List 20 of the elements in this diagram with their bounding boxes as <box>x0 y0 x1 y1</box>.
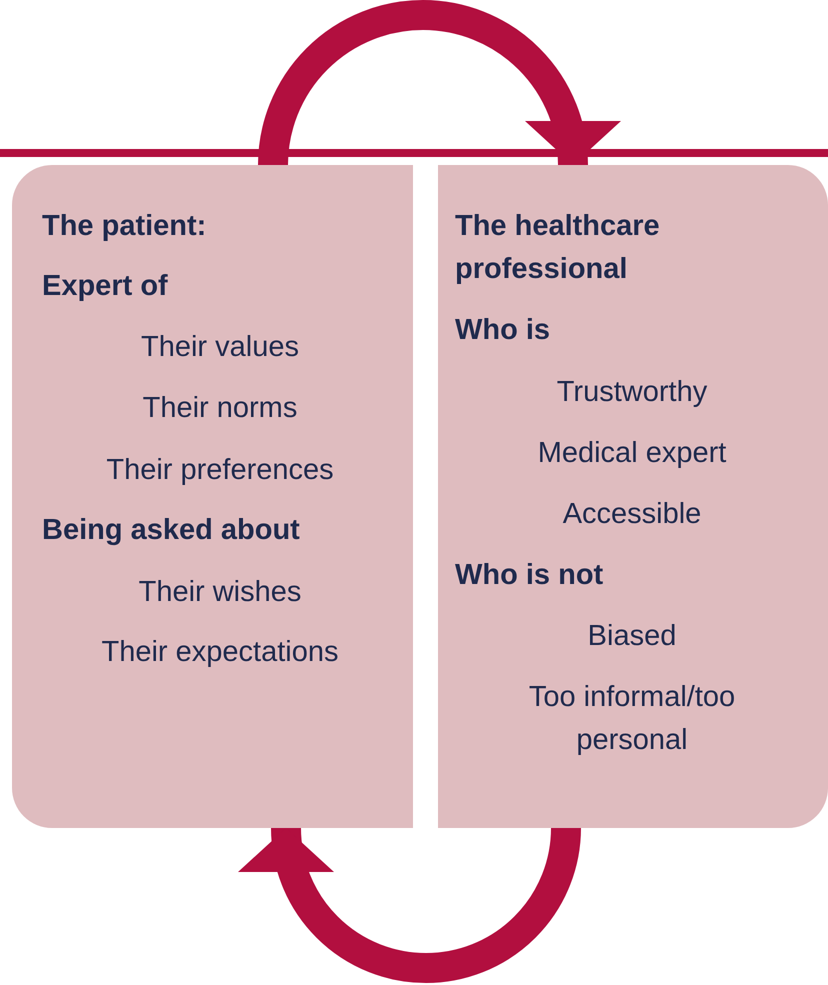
list-item: Medical expert <box>536 436 728 471</box>
list-item: Their expectations <box>100 635 340 670</box>
text-panel <box>438 165 828 828</box>
curved-arrow <box>258 0 618 166</box>
list-item: Biased <box>586 619 678 654</box>
list-item: Their wishes <box>138 575 302 610</box>
heading: Being asked about <box>42 513 301 548</box>
list-item: Accessible <box>562 497 702 532</box>
curved-arrow <box>240 827 581 983</box>
heading: Expert of <box>42 269 169 304</box>
list-item: Too informal/too personal <box>528 680 736 758</box>
list-item: Their values <box>140 330 300 365</box>
list-item: Their norms <box>142 391 298 426</box>
heading: Who is not <box>455 558 604 593</box>
heading: The healthcare professional <box>455 209 661 287</box>
list-item: Their preferences <box>105 453 335 488</box>
list-item: Trustworthy <box>556 375 708 410</box>
heading: Who is <box>455 313 552 348</box>
heading: The patient: <box>42 209 208 244</box>
text-panel <box>12 165 413 828</box>
